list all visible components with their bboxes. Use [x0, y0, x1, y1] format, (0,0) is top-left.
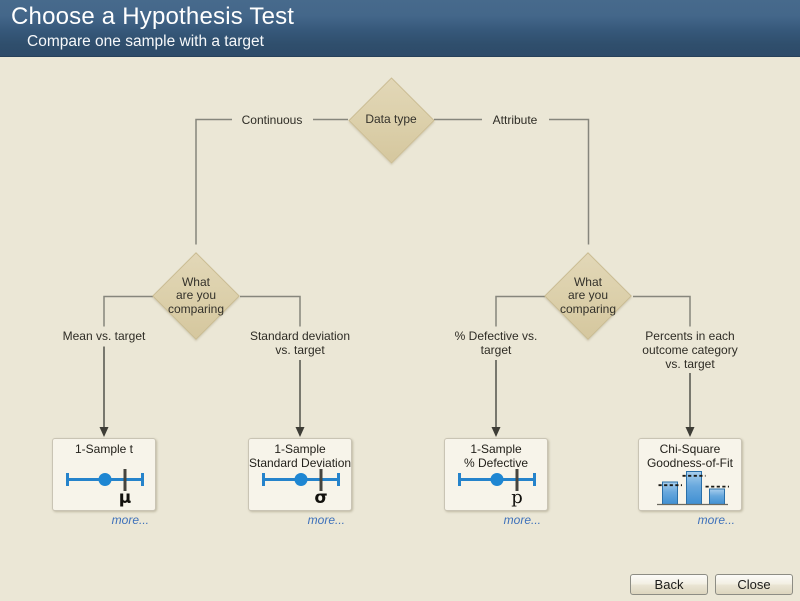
number-line-target-icon: [458, 469, 536, 491]
branch-label-stdev-vs-target: Standard deviation vs. target: [249, 329, 351, 357]
bar-chart-expected-icon: [657, 471, 729, 506]
branch-label-defective-vs-target: % Defective vs. target: [454, 329, 538, 357]
card-title: 1-Sample t: [74, 442, 134, 456]
header: Choose a Hypothesis Test Compare one sam…: [0, 0, 800, 57]
mu-symbol: μ: [118, 488, 132, 508]
back-button[interactable]: Back: [630, 574, 708, 595]
edge-label-attribute: Attribute: [492, 113, 538, 127]
card-title: 1-Sample % Defective: [463, 442, 529, 470]
decision-node-label: What are you comparing: [167, 274, 225, 316]
decision-node-label: Data type: [365, 112, 417, 127]
branch-label-mean-vs-target: Mean vs. target: [62, 329, 146, 343]
decision-node-label: What are you comparing: [559, 274, 617, 316]
card-title: 1-Sample Standard Deviation: [249, 442, 352, 470]
number-line-target-icon: [262, 469, 340, 491]
page-subtitle: Compare one sample with a target: [27, 33, 264, 50]
branch-label-percents-vs-target: Percents in each outcome category vs. ta…: [642, 329, 738, 371]
test-card-chi-square-goodness-of-fit[interactable]: Chi-Square Goodness-of-Fit: [638, 438, 742, 511]
more-link-chi-square-goodness-of-fit[interactable]: more...: [697, 513, 735, 527]
test-card-1-sample-standard-deviation[interactable]: 1-Sample Standard Deviation σ: [248, 438, 352, 511]
decision-node-comparing-right: What are you comparing: [544, 252, 632, 340]
number-line-target-icon: [66, 469, 144, 491]
decision-node-data-type: Data type: [347, 76, 435, 164]
more-link-1-sample-t[interactable]: more...: [111, 513, 149, 527]
test-card-1-sample-t[interactable]: 1-Sample t μ: [52, 438, 156, 511]
decision-node-comparing-left: What are you comparing: [152, 252, 240, 340]
card-title: Chi-Square Goodness-of-Fit: [646, 442, 734, 470]
more-link-1-sample-percent-defective[interactable]: more...: [503, 513, 541, 527]
sigma-symbol: σ: [314, 488, 328, 508]
test-card-1-sample-percent-defective[interactable]: 1-Sample % Defective p: [444, 438, 548, 511]
p-symbol: p: [511, 487, 523, 508]
more-link-1-sample-standard-deviation[interactable]: more...: [307, 513, 345, 527]
page-title: Choose a Hypothesis Test: [11, 3, 295, 30]
edge-label-continuous: Continuous: [241, 113, 303, 127]
close-button[interactable]: Close: [715, 574, 793, 595]
